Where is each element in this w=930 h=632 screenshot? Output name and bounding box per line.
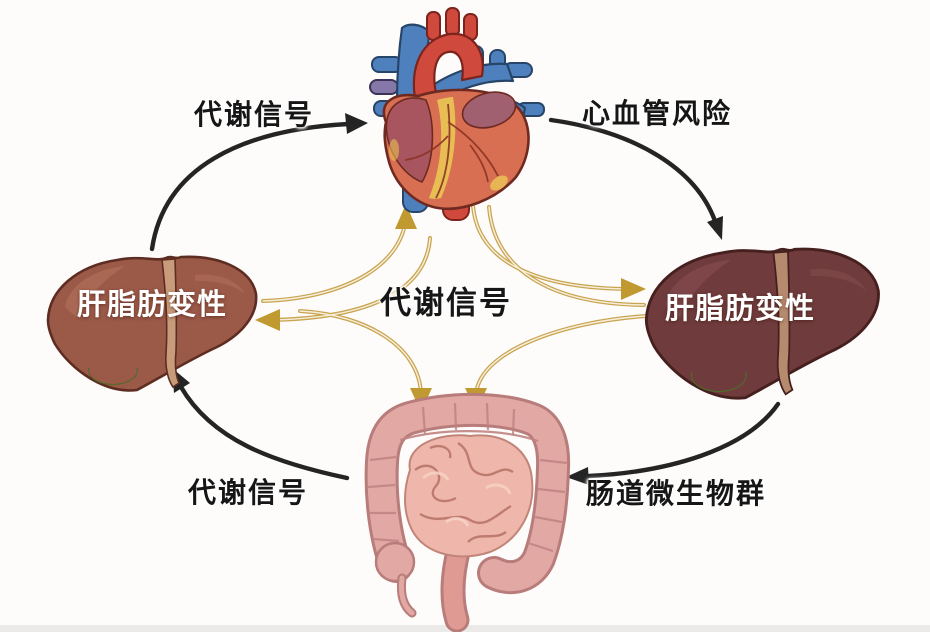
arrow-gut-to-liver [178, 384, 350, 481]
label-metabolic-signal-center: 代谢信号 [380, 285, 512, 322]
heart-illustration [369, 7, 545, 221]
label-hepatic-steatosis-left: 肝脂肪变性 [76, 287, 228, 321]
arrow-heart-to-liver [548, 117, 718, 224]
label-metabolic-signal-bottom: 代谢信号 [187, 476, 309, 509]
label-hepatic-steatosis-right: 肝脂肪变性 [664, 291, 816, 325]
cycle-arrows [149, 117, 781, 481]
gold-cross-arrows [255, 204, 649, 412]
intestine-illustration [364, 392, 571, 632]
label-gut-microbiota: 肠道微生物群 [585, 477, 767, 510]
label-cardiovascular-risk: 心血管风险 [581, 97, 733, 130]
arrow-liver-to-gut [586, 401, 781, 479]
arrow-liver-to-heart [149, 121, 351, 252]
label-metabolic-signal-top: 代谢信号 [193, 98, 315, 131]
liver-left-illustration [47, 255, 258, 392]
